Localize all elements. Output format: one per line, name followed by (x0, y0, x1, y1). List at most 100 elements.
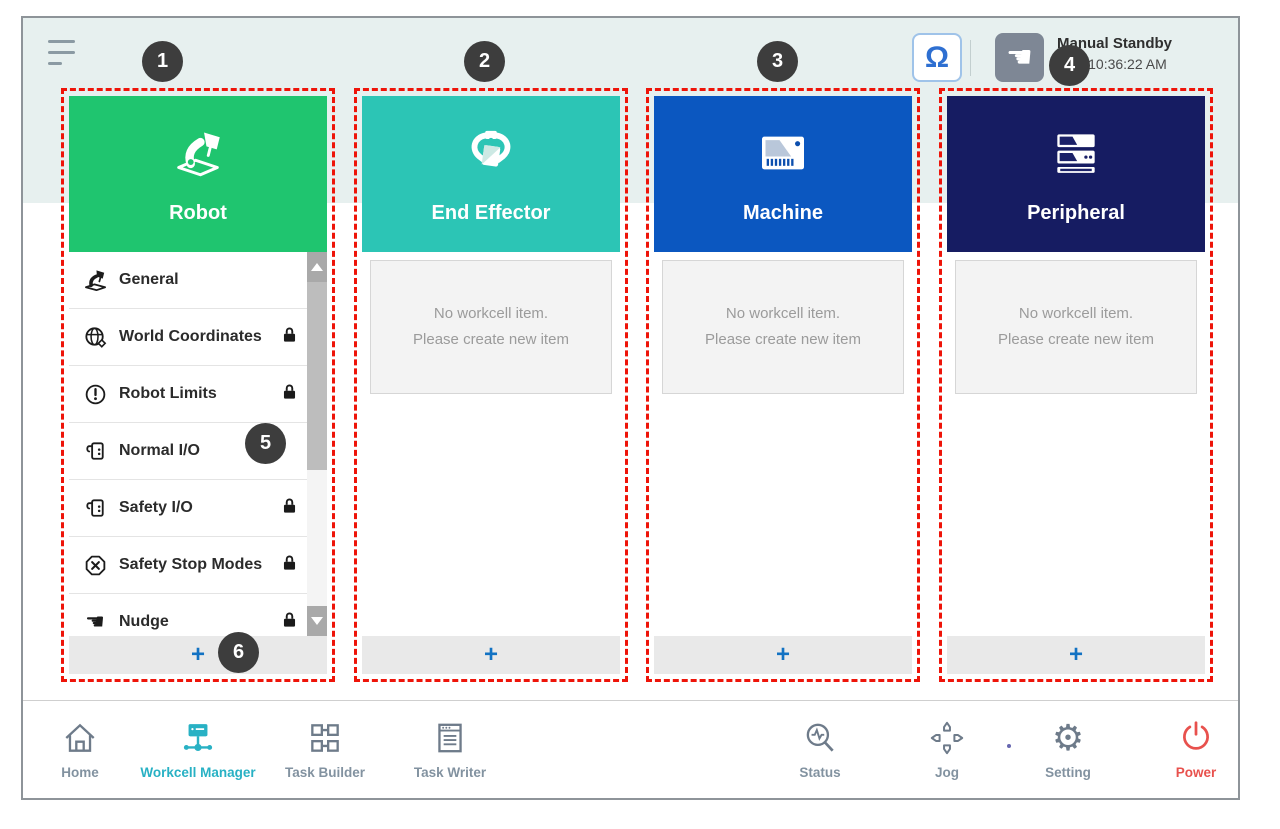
list-item-label: Safety Stop Modes (119, 556, 263, 573)
list-item-label: World Coordinates (119, 328, 262, 345)
status-mode-text: Manual Standby (1057, 35, 1173, 52)
peripheral-column-title: Peripheral (1027, 202, 1125, 224)
robot-column-annotation: Robot General (61, 88, 335, 682)
list-item-label: Nudge (119, 613, 169, 630)
robot-column-title: Robot (169, 202, 227, 224)
nav-item-label: Workcell Manager (140, 765, 256, 780)
robot-mode-button[interactable]: Ω (912, 33, 962, 82)
list-item-safety-stop-modes[interactable]: Safety Stop Modes (69, 537, 327, 594)
list-item-normal-io[interactable]: Normal I/O (69, 423, 327, 480)
nav-item-task-builder[interactable]: Task Builder (260, 715, 390, 780)
add-end-effector-item-button[interactable]: + (362, 636, 620, 674)
add-robot-item-button[interactable]: + (69, 636, 327, 674)
gear-icon: ⚙ (1051, 717, 1085, 758)
end-effector-empty-state: No workcell item. Please create new item (370, 260, 612, 394)
topbar-divider (970, 40, 971, 76)
gripper-icon (463, 122, 519, 184)
status-magnifier-icon (755, 715, 885, 761)
workcell-manager-icon (133, 715, 263, 761)
robot-settings-list: General World Coordinates (69, 252, 327, 636)
machine-empty-state: No workcell item. Please create new item (662, 260, 904, 394)
list-item-safety-io[interactable]: Safety I/O (69, 480, 327, 537)
globe-icon (79, 323, 111, 351)
lock-icon (280, 325, 299, 349)
end-effector-column-header[interactable]: End Effector (362, 96, 620, 252)
machine-column-annotation: Machine No workcell item. Please create … (646, 88, 920, 682)
io-board-icon (79, 437, 111, 465)
list-item-robot-limits[interactable]: Robot Limits (69, 366, 327, 423)
callout-badge-2: 2 (464, 41, 505, 82)
list-scrollbar[interactable] (307, 252, 327, 636)
empty-state-line1: No workcell item. (433, 305, 549, 322)
robot-arm-icon (79, 266, 111, 294)
nav-item-home[interactable]: Home (23, 715, 145, 780)
robot-arm-icon (169, 122, 227, 184)
hand-teach-button[interactable]: ☚ (995, 33, 1044, 82)
nav-item-workcell-manager[interactable]: Workcell Manager (133, 715, 263, 780)
peripheral-icon (1048, 122, 1104, 184)
jog-dpad-icon (882, 715, 1012, 761)
nudge-hand-icon: ☚ (85, 609, 105, 634)
list-item-label: Robot Limits (119, 385, 217, 402)
separator-dot (1007, 744, 1011, 748)
list-item-label: General (119, 271, 179, 288)
nav-item-power[interactable]: Power (1131, 715, 1238, 780)
machine-column-title: Machine (742, 202, 824, 224)
hamburger-menu-icon[interactable] (48, 40, 78, 70)
callout-badge-6: 6 (218, 632, 259, 673)
teach-hand-icon: ☚ (1006, 41, 1033, 74)
power-icon (1131, 715, 1238, 761)
list-item-general[interactable]: General (69, 252, 327, 309)
end-effector-column-title: End Effector (431, 202, 551, 224)
plus-icon: + (483, 641, 498, 668)
scroll-up-button[interactable] (307, 252, 327, 282)
scrollbar-thumb[interactable] (307, 282, 327, 470)
nav-item-label: Task Builder (284, 765, 366, 780)
list-item-label: Normal I/O (119, 442, 200, 459)
peripheral-column-header[interactable]: Peripheral (947, 96, 1205, 252)
nav-item-label: Setting (1045, 765, 1091, 780)
triangle-down-icon (311, 617, 323, 625)
nav-item-jog[interactable]: Jog (882, 715, 1012, 780)
lock-icon (280, 382, 299, 406)
list-item-nudge[interactable]: ☚ Nudge (69, 594, 327, 636)
app-window: Ω ☚ Manual Standby 2.22 10:36:22 AM 1 2 … (21, 16, 1240, 800)
nav-item-label: Status (799, 765, 841, 780)
end-effector-column-annotation: End Effector No workcell item. Please cr… (354, 88, 628, 682)
nav-item-task-writer[interactable]: Task Writer (385, 715, 515, 780)
bottom-nav-bar: Home Workcell Manager (23, 700, 1238, 798)
alert-circle-icon (79, 380, 111, 408)
machine-column-header[interactable]: Machine (654, 96, 912, 252)
empty-state-line2: Please create new item (413, 331, 569, 348)
robot-column-header[interactable]: Robot (69, 96, 327, 252)
callout-badge-4: 4 (1049, 45, 1090, 86)
stop-cross-icon (79, 551, 111, 579)
callout-badge-1: 1 (142, 41, 183, 82)
nav-item-setting[interactable]: ⚙ Setting (1003, 715, 1133, 781)
callout-badge-3: 3 (757, 41, 798, 82)
peripheral-empty-state: No workcell item. Please create new item (955, 260, 1197, 394)
add-machine-item-button[interactable]: + (654, 636, 912, 674)
machine-icon (755, 122, 811, 184)
io-board-icon (79, 494, 111, 522)
plus-icon: + (1068, 641, 1083, 668)
list-item-label: Safety I/O (119, 499, 193, 516)
list-item-world-coordinates[interactable]: World Coordinates (69, 309, 327, 366)
callout-badge-5: 5 (245, 423, 286, 464)
task-writer-icon (385, 715, 515, 761)
scroll-down-button[interactable] (307, 606, 327, 636)
empty-state-line2: Please create new item (705, 331, 861, 348)
add-peripheral-item-button[interactable]: + (947, 636, 1205, 674)
lock-icon (280, 496, 299, 520)
nav-item-label: Task Writer (413, 765, 487, 780)
empty-state-line1: No workcell item. (1018, 305, 1134, 322)
cobot-icon: Ω (924, 40, 950, 74)
plus-icon: + (775, 641, 790, 668)
nav-item-label: Power (1175, 765, 1217, 780)
peripheral-column-annotation: Peripheral No workcell item. Please crea… (939, 88, 1213, 682)
nav-item-status[interactable]: Status (755, 715, 885, 780)
home-icon (23, 715, 145, 761)
nav-item-label: Home (61, 765, 99, 780)
lock-icon (280, 610, 299, 634)
empty-state-line2: Please create new item (998, 331, 1154, 348)
